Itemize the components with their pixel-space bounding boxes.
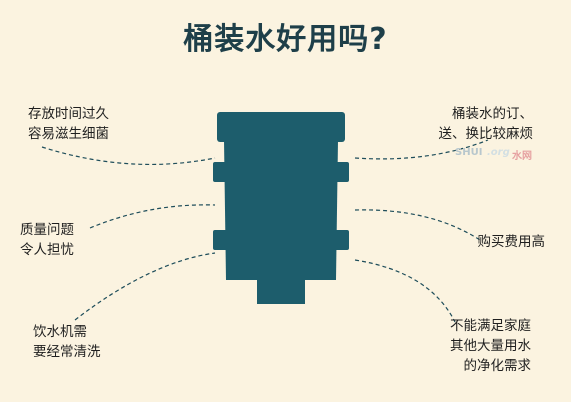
bottle-body (224, 140, 338, 280)
point-right-3-line-2: 其他大量用水 (450, 338, 531, 354)
point-right-3-line-1: 不能满足家庭 (450, 318, 531, 334)
watermark-domain: .org (487, 147, 510, 158)
point-left-1-line-2: 容易滋生细菌 (28, 126, 109, 142)
connector-line-3 (74, 252, 216, 321)
connector-line-4 (354, 139, 489, 160)
watermark-brand: SHUI (455, 147, 483, 158)
connector-line-5 (354, 209, 481, 241)
point-right-2: 购买费用高 (478, 232, 546, 252)
point-right-1-line-1: 桶装水的订、 (452, 106, 533, 122)
connector-lines (41, 139, 489, 323)
point-left-2: 质量问题 令人担忧 (20, 220, 74, 260)
point-left-3-line-1: 饮水机需 (33, 324, 87, 340)
water-bottle-icon (213, 112, 349, 304)
point-left-2-line-2: 令人担忧 (20, 242, 74, 258)
point-left-2-line-1: 质量问题 (20, 222, 74, 238)
watermark-cn: 水网 (512, 151, 532, 162)
connector-line-1 (41, 146, 216, 166)
bottle-neck (257, 276, 305, 304)
connector-line-2 (89, 204, 216, 229)
bottle-ridge-lower (213, 230, 349, 250)
bottle-top (217, 112, 345, 142)
point-right-3: 不能满足家庭 其他大量用水 的净化需求 (450, 316, 531, 376)
point-right-2-line-1: 购买费用高 (477, 234, 546, 250)
point-left-3-line-2: 要经常清洗 (33, 344, 101, 360)
connector-line-6 (354, 259, 456, 323)
point-right-3-line-3: 的净化需求 (463, 358, 532, 374)
point-left-3: 饮水机需 要经常清洗 (33, 322, 101, 362)
point-left-1-line-1: 存放时间过久 (28, 106, 109, 122)
page-title: 桶装水好用吗? (183, 22, 388, 57)
point-right-1-line-2: 送、换比较麻烦 (438, 126, 534, 142)
point-right-1: 桶装水的订、 送、换比较麻烦 (439, 104, 534, 144)
point-left-1: 存放时间过久 容易滋生细菌 (28, 104, 109, 144)
bottle-ridge-upper (213, 162, 349, 182)
